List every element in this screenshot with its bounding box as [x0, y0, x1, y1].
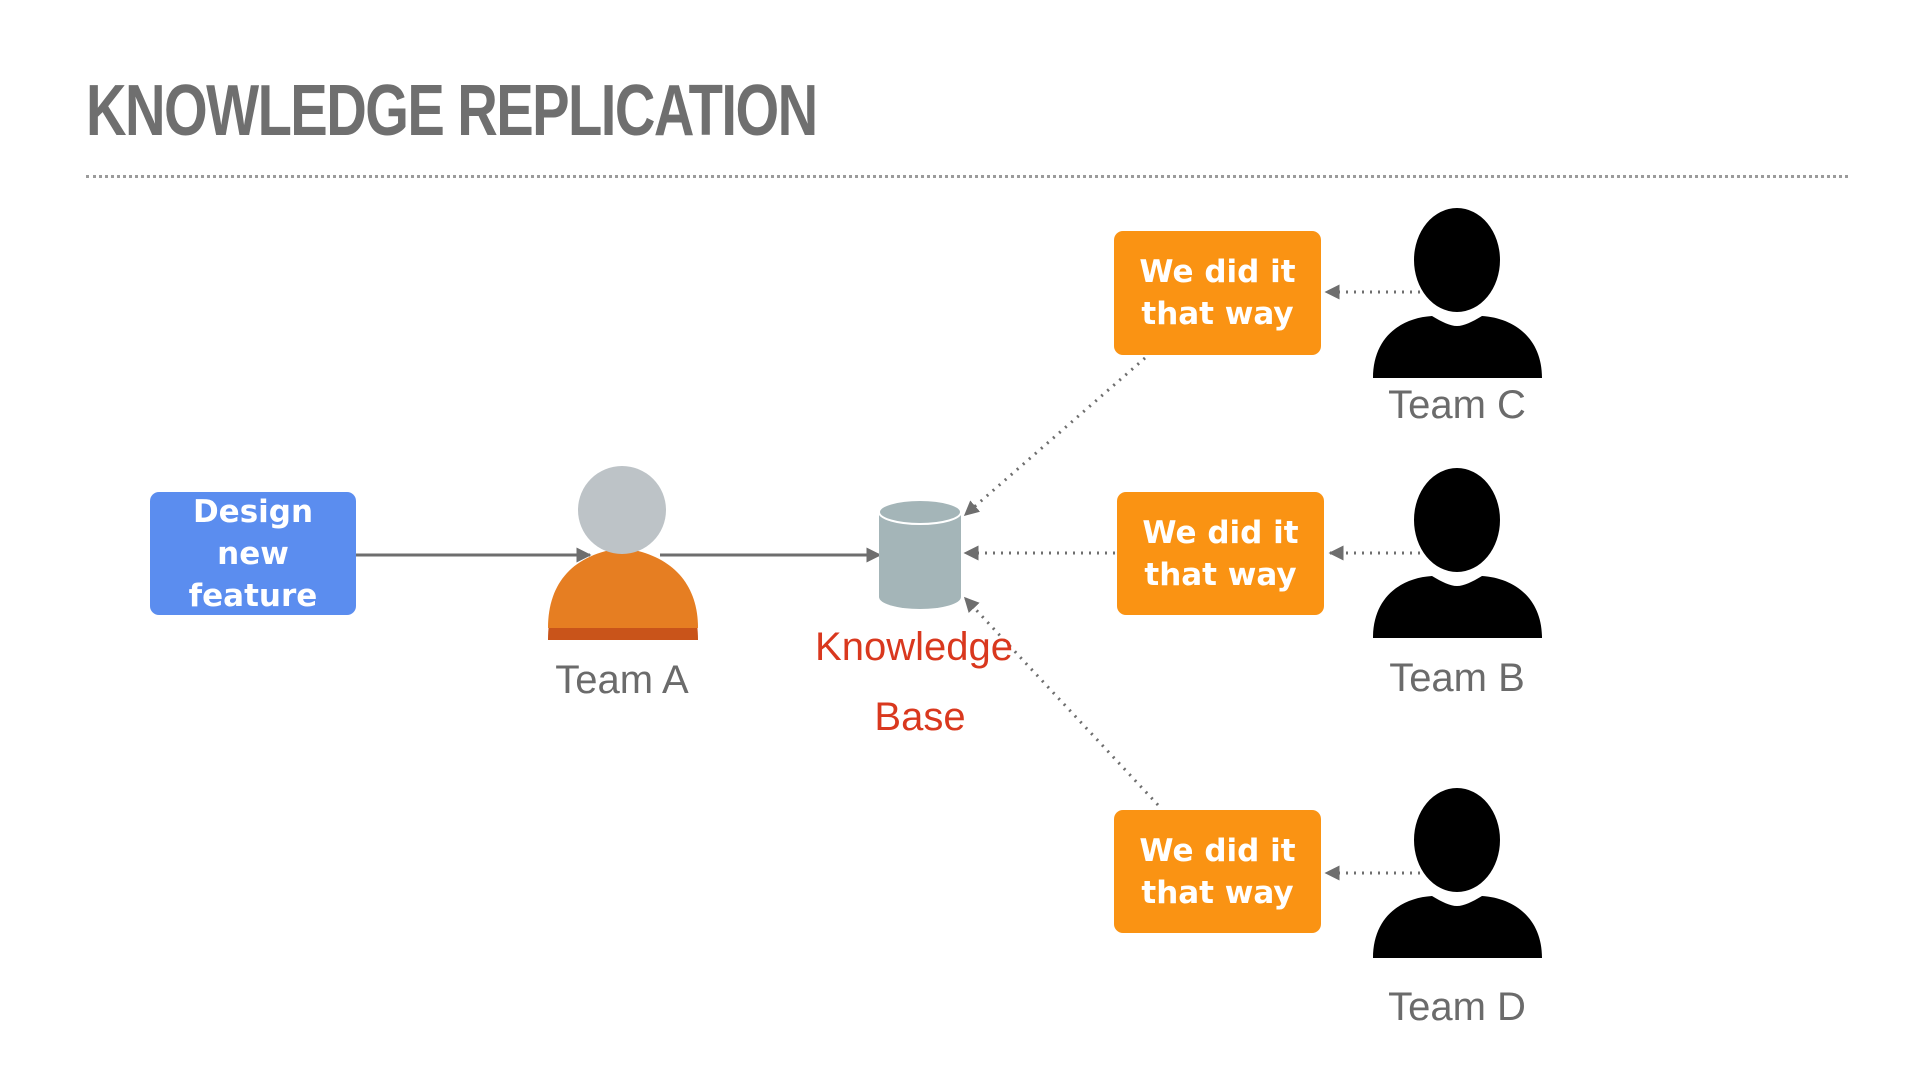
- team-c-label: Team C: [1388, 383, 1526, 427]
- team-b-quote-label: We did it that way: [1142, 514, 1299, 593]
- slide-title: KNOWLEDGE REPLICATION: [86, 71, 818, 151]
- design-new-feature-label: Design new feature: [188, 493, 318, 614]
- team-c-quote-label: We did it that way: [1139, 254, 1296, 332]
- team-b-label: Team B: [1389, 656, 1525, 700]
- team-d-label: Team D: [1388, 985, 1526, 1029]
- team-d-quote-label: We did it that way: [1139, 832, 1296, 911]
- title-divider: [86, 175, 1848, 178]
- team-d-quote-box: We did it that way: [1114, 810, 1321, 933]
- knowledge-base-label-line1: Knowledge: [815, 625, 1013, 669]
- design-new-feature-box: Design new feature: [150, 492, 356, 615]
- arrow-quote-c-to-kb: [963, 356, 1146, 517]
- knowledge-base-label-line2: Base: [874, 695, 966, 739]
- team-a-label: Team A: [555, 658, 689, 702]
- team-b-quote-box: We did it that way: [1117, 492, 1324, 615]
- team-c-quote-box: We did it that way: [1114, 231, 1321, 355]
